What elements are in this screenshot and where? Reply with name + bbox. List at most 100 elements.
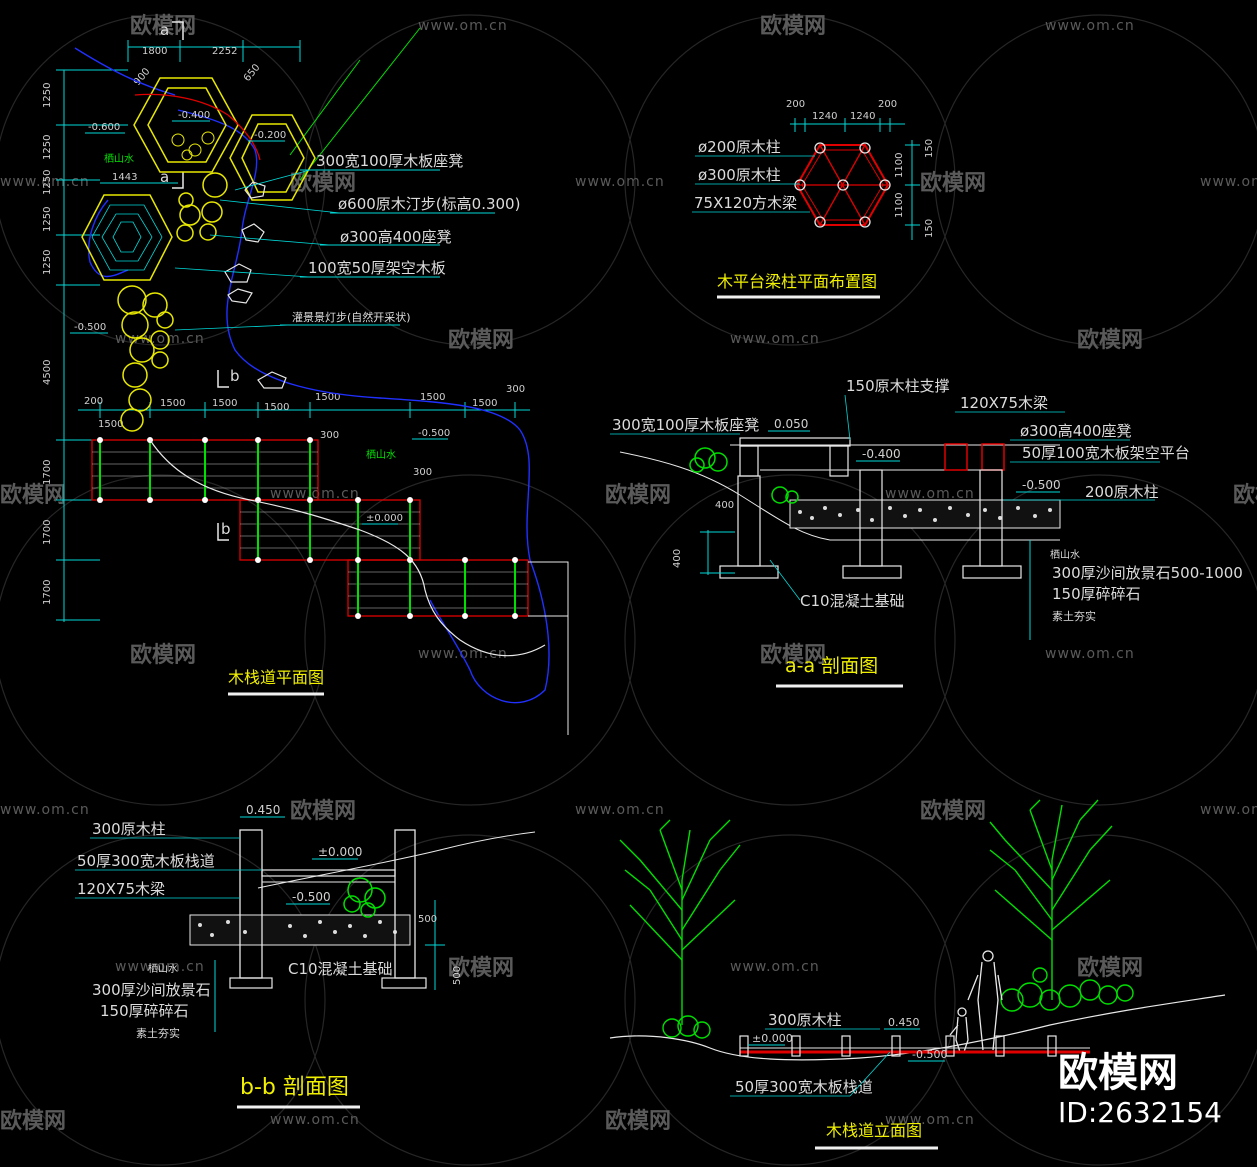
platform-label: ø200原木柱 (698, 138, 781, 156)
platform-beam-column-plan: 200 1240 1240 200 150 1100 1100 150 (692, 99, 935, 299)
section-bb-title: b-b 剖面图 (240, 1075, 349, 1100)
section-a-label-bottom: a (160, 168, 169, 186)
stool (944, 443, 968, 471)
person-figures (949, 950, 1003, 1053)
platform-label: 75X120方木梁 (694, 194, 797, 212)
watermark-brand: 欧模网 (920, 170, 986, 196)
section-a-label-top: a (160, 21, 169, 39)
platform-right-dims: 150 1100 1100 150 (894, 139, 935, 240)
deck-board (261, 869, 396, 877)
bb-dims: 500 500 (214, 900, 463, 1032)
dim-label: 1500 (212, 398, 237, 409)
tree-right (989, 799, 1113, 1000)
aa-layers: 栖山水 300厚沙间放景石500-1000 150厚碎碎石 素土夯实 (1050, 548, 1243, 623)
dim-label: 300 (413, 467, 432, 478)
water-label: 栖山水 (104, 152, 134, 165)
watermark-url: www.om.cn (115, 959, 205, 975)
watermark-url: www.om.cn (0, 174, 90, 190)
callout-label: ø300高400座凳 (340, 228, 451, 246)
watermark-url: www.om.cn (0, 802, 90, 818)
dim-label: 1500 (160, 398, 185, 409)
dim-label: 1500 (98, 419, 123, 430)
dim-label: 1500 (315, 392, 340, 403)
watermark-url: www.om.cn (885, 1112, 975, 1128)
water-edge-line (74, 47, 550, 704)
watermark-brand: 欧模网 (130, 13, 196, 39)
watermark-brand: 欧模网 (0, 1108, 66, 1134)
layer-label: 150厚碎碎石 (1052, 585, 1141, 603)
watermark-url: www.om.cn (418, 646, 508, 662)
dim-label: 200 (84, 396, 103, 407)
leader-line (299, 27, 421, 181)
platform-label: ø300原木柱 (698, 166, 781, 184)
watermark-brand: 欧模网 (130, 642, 196, 668)
dim-label: 1700 (42, 520, 53, 545)
aa-label: 150原木柱支撑 (846, 377, 950, 395)
elevation-labels: 300原木柱 50厚300宽木板栈道 0.450 ±0.000 -0.500 (730, 1011, 947, 1097)
section-a-marker-bottom (172, 172, 184, 189)
water-label: 栖山水 (366, 448, 396, 461)
layer-label: 栖山水 (148, 962, 178, 975)
dim-label: 1250 (42, 170, 53, 195)
hexagon-planter (133, 77, 239, 173)
dim-label: 1250 (42, 135, 53, 160)
bb-labels: 300原木柱 50厚300宽木板栈道 120X75木梁 C10混凝土基础 (75, 820, 393, 978)
watermark-brand: 欧模网 (920, 798, 986, 824)
stepping-stones (117, 172, 228, 432)
platform-top-dims: 200 1240 1240 200 (786, 99, 905, 132)
plan-row-dimensions: 200 1500 1500 1500 1500 1500 1500 300 15… (78, 384, 530, 478)
dim-label: 500 (452, 966, 463, 985)
bb-label: 120X75木梁 (77, 880, 165, 898)
watermark-url: www.om.cn (418, 18, 508, 34)
callout-label: 100宽50厚架空木板 (308, 259, 446, 277)
watermark-brand: 欧模网 (605, 482, 671, 508)
elevation-label: -0.500 (74, 322, 106, 333)
watermark-url: www.om.cn (575, 174, 665, 190)
section-b-label-bottom: b (221, 520, 231, 538)
dim-label: 1500 (420, 392, 445, 403)
platform-title: 木平台梁柱平面布置图 (717, 272, 877, 291)
watermark-brand: 欧模网 (1077, 327, 1143, 353)
watermark-brand: 欧模网 (0, 482, 66, 508)
dim-label: 400 (715, 500, 734, 511)
bench-seat (739, 437, 851, 447)
platform-labels: ø200原木柱 ø300原木柱 75X120方木梁 (692, 138, 815, 213)
layer-label: 150厚碎碎石 (100, 1002, 189, 1020)
dim-label: 1240 (812, 111, 837, 122)
watermark-url: www.om.cn (270, 1112, 360, 1128)
dim-label: 150 (924, 139, 935, 158)
elevation-label: ±0.000 (752, 1032, 793, 1045)
elevation-label: ±0.000 (366, 513, 403, 524)
shrub (343, 877, 386, 918)
watermark-url: www.om.cn (270, 486, 360, 502)
watermark-brand: 欧模网 (760, 642, 826, 668)
dim-label: 1500 (472, 398, 497, 409)
layer-label: 素土夯实 (1052, 609, 1096, 623)
bb-label: 50厚300宽木板栈道 (77, 852, 215, 870)
elevation-label: -0.500 (1022, 478, 1061, 492)
section-a-marker-top (172, 21, 184, 40)
section-aa-title: a-a 剖面图 (785, 655, 878, 677)
dim-label: 2252 (212, 46, 237, 57)
dim-label: 200 (786, 99, 805, 110)
aa-elevations: 0.050 -0.400 -0.500 (768, 417, 1061, 493)
watermark-url: www.om.cn (115, 331, 205, 347)
hexagon-platform (81, 194, 173, 281)
watermark-url: www.om.cn (1200, 174, 1257, 190)
bb-label: C10混凝土基础 (288, 960, 393, 978)
elevation-label: 300原木柱 (768, 1011, 842, 1029)
hexagon-planter-inner (147, 87, 227, 163)
aa-label: 120X75木梁 (960, 394, 1048, 412)
watermark-url: www.om.cn (730, 331, 820, 347)
bb-label: 300原木柱 (92, 820, 166, 838)
layer-label: 素土夯实 (136, 1026, 180, 1040)
aa-label: 200原木柱 (1085, 483, 1159, 501)
section-b-marker-top (217, 370, 229, 388)
dim-label: 900 (132, 66, 153, 88)
rocks (224, 181, 287, 389)
watermark-brand: 欧模网 (290, 170, 356, 196)
bb-layers: 栖山水 300厚沙间放景石 150厚碎碎石 素土夯实 (92, 962, 211, 1040)
dim-label: 1500 (264, 402, 289, 413)
elevation-label: 0.450 (888, 1016, 920, 1029)
plan-title: 木栈道平面图 (228, 668, 324, 687)
